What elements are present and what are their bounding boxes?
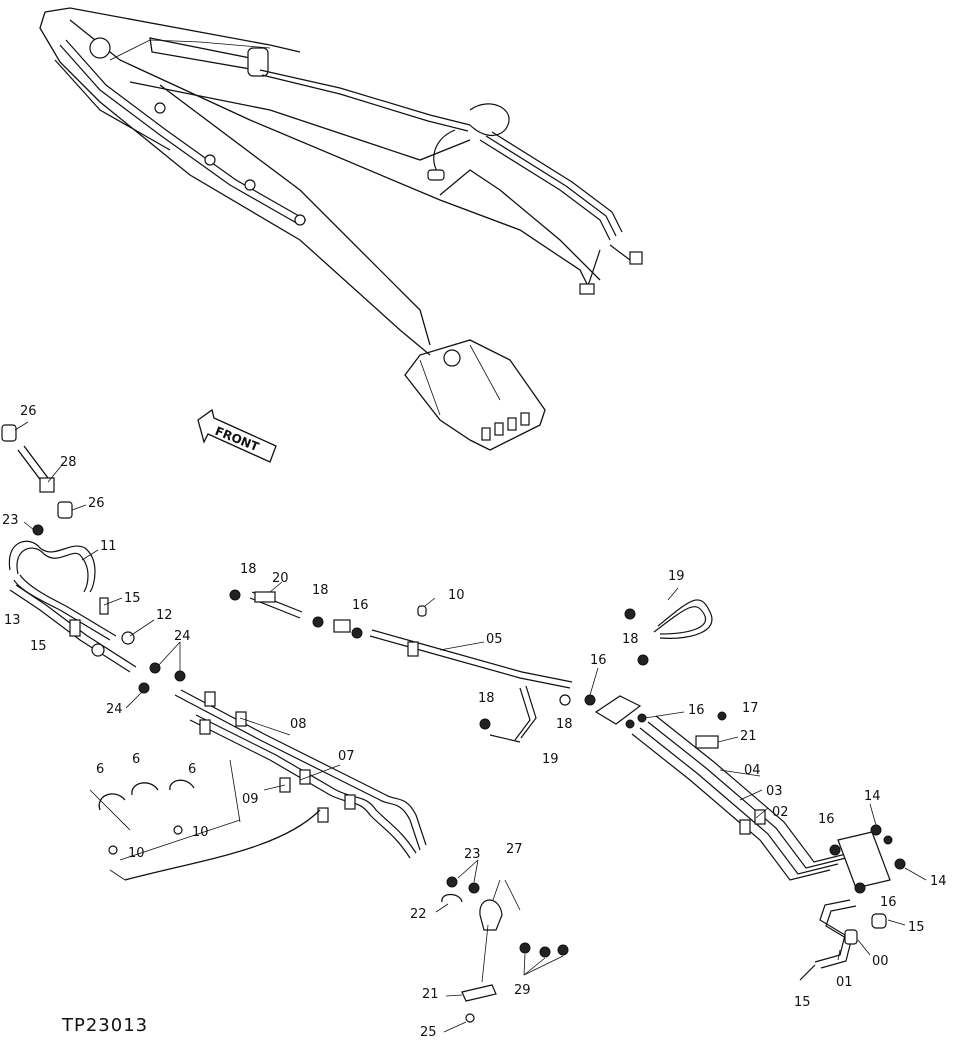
part-label: 22 [410,907,427,922]
part-label: 15 [124,591,141,606]
part-label: 16 [590,653,607,668]
part-label: 29 [514,983,531,998]
part-label: 15 [794,995,811,1010]
lower-clamp-group [441,876,569,1023]
figure-id: TP23013 [62,1015,149,1036]
part-label: 26 [88,496,105,511]
part-label: 00 [872,954,889,969]
part-label: 10 [128,846,145,861]
part-label: 6 [188,762,197,777]
center-hose-group [229,589,727,749]
part-label: 04 [744,763,761,778]
part-label: 14 [930,874,947,889]
part-label: 23 [2,513,19,528]
part-label: 24 [106,702,123,717]
part-label: 09 [242,792,259,807]
part-label: 20 [272,571,289,586]
part-label: 08 [290,717,307,732]
part-label: 24 [174,629,191,644]
part-label: 15 [908,920,925,935]
part-label: 25 [420,1025,437,1040]
left-hose-bundle [1,424,427,881]
front-arrow-icon [197,408,277,463]
part-label: 23 [464,847,481,862]
part-label: 6 [132,752,141,767]
part-label: 18 [622,632,639,647]
arm-assembly [39,7,643,451]
part-label: 16 [352,598,369,613]
part-label: 02 [772,805,789,820]
part-label: 16 [818,812,835,827]
part-label: 13 [4,613,21,628]
part-label: 18 [478,691,495,706]
part-label: 14 [864,789,881,804]
leader-lines [14,421,927,1033]
part-label: 12 [156,608,173,623]
part-label: 21 [422,987,439,1002]
part-label: 28 [60,455,77,470]
part-label: 18 [312,583,329,598]
part-label: 6 [96,762,105,777]
part-label: 15 [30,639,47,654]
part-label: 10 [192,825,209,840]
part-label: 17 [742,701,759,716]
part-label: 16 [688,703,705,718]
part-label: 10 [448,588,465,603]
part-label: 16 [880,895,897,910]
part-label: 07 [338,749,355,764]
part-label: 19 [668,569,685,584]
part-label: 03 [766,784,783,799]
part-label: 27 [506,842,523,857]
part-label: 01 [836,975,853,990]
part-label: 05 [486,632,503,647]
part-label: 26 [20,404,37,419]
part-label: 18 [556,717,573,732]
right-hose-group [631,715,906,981]
part-label: 18 [240,562,257,577]
part-label: 21 [740,729,757,744]
part-label: 19 [542,752,559,767]
part-label: 11 [100,539,117,554]
